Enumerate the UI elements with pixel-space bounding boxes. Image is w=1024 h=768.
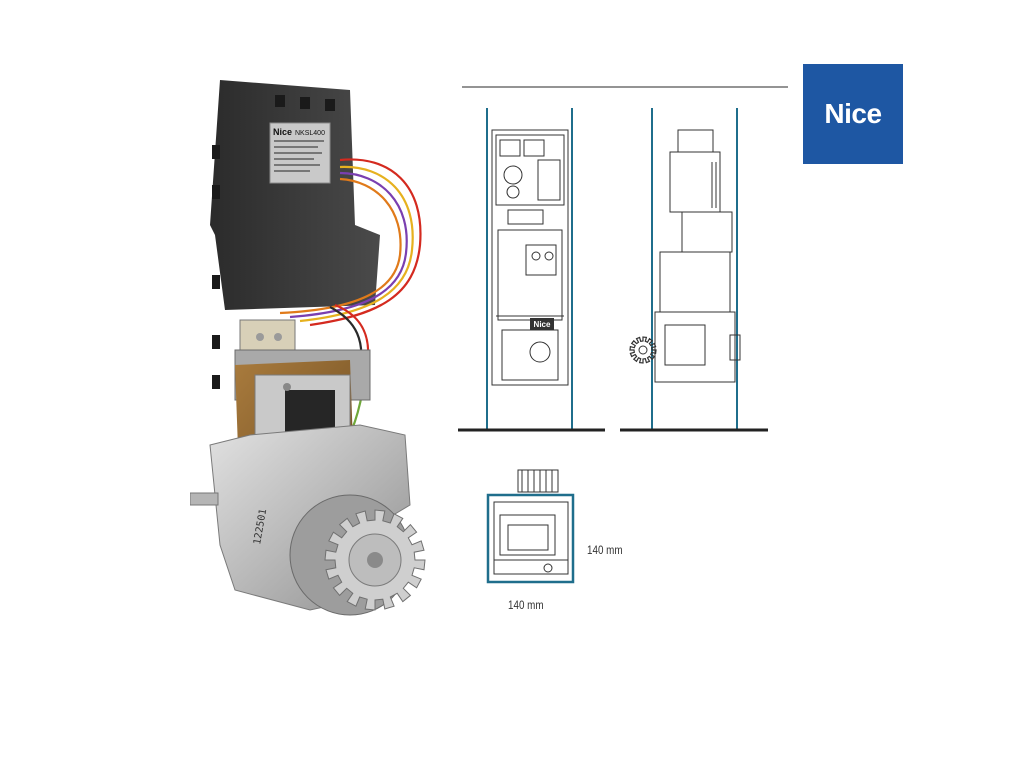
product-label: Nice NKSL400 xyxy=(269,122,331,184)
width-dimension-label: 140 mm xyxy=(508,598,544,612)
brand-logo-text: Nice xyxy=(824,98,882,129)
top-view xyxy=(486,469,575,584)
terminal-block xyxy=(239,319,296,356)
product-photo: Nice NKSL400 122501 xyxy=(190,80,426,616)
brand-logo: Nice xyxy=(803,64,903,164)
output-gear-icon xyxy=(289,494,426,616)
side-gear-icon xyxy=(629,336,657,364)
side-view xyxy=(620,108,768,432)
control-housing xyxy=(210,80,380,389)
front-view: Nice xyxy=(458,108,605,432)
height-dimension-label: 140 mm xyxy=(587,543,623,557)
label-brand: Nice xyxy=(273,127,292,137)
label-model: NKSL400 xyxy=(295,130,325,137)
technical-drawings: Nice xyxy=(458,86,788,584)
front-view-brand: Nice xyxy=(534,320,551,329)
